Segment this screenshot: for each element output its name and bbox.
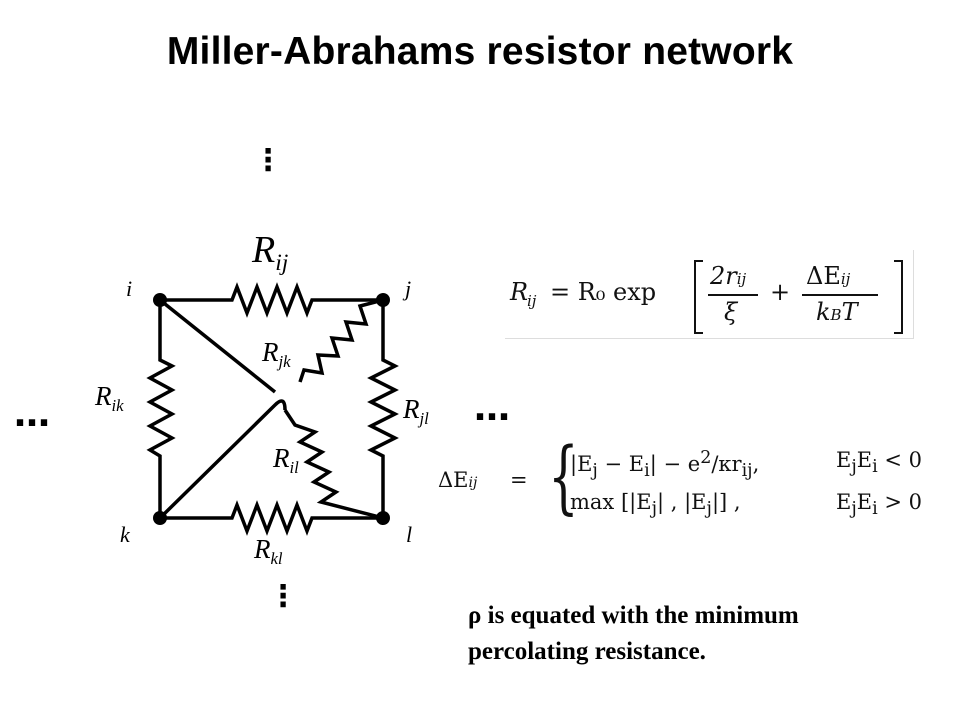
node-k-dot — [153, 511, 167, 525]
wire-jl — [367, 300, 399, 518]
resistance-formula-box — [505, 250, 914, 339]
label-R-jk: Rjk — [262, 337, 291, 371]
note-line-2: percolating resistance. — [468, 638, 706, 665]
node-i-dot — [153, 293, 167, 307]
slide-title: Miller-Abrahams resistor network — [166, 30, 794, 73]
label-R-il: Ril — [273, 443, 299, 477]
vertical-ellipsis-top: ⋮ — [253, 143, 283, 178]
node-i-label: i — [126, 276, 133, 301]
node-j-dot — [376, 293, 390, 307]
case-1-condition: EjEi < 0 — [836, 448, 923, 478]
brace-icon: { — [548, 430, 579, 523]
wire-il — [283, 409, 384, 520]
label-R-kl: Rkl — [254, 534, 283, 568]
delta-e-formula: ΔEij = { |Ej − Ei| − e2/κrij, EjEi < 0 m… — [438, 430, 923, 523]
node-k-label: k — [120, 522, 130, 547]
node-l-dot — [376, 511, 390, 525]
label-R-ik: Rik — [95, 381, 124, 415]
vertical-ellipsis-bottom: ⋮ — [268, 579, 298, 614]
wire-k-center — [158, 399, 287, 520]
case-1-expression: |Ej − Ei| − e2/κrij, — [570, 448, 760, 482]
node-j-label: j — [405, 276, 412, 301]
note-line-1: ρ is equated with the minimum — [468, 602, 799, 629]
label-R-ij: Rij — [252, 229, 289, 277]
case-2-condition: EjEi > 0 — [836, 490, 923, 520]
label-R-jl: Rjl — [403, 394, 429, 428]
wire-ik — [146, 300, 176, 518]
case-2-expression: max [|Ej| , |Ej|] , — [570, 490, 741, 520]
wire-ij — [160, 282, 383, 318]
wire-jk — [298, 298, 384, 383]
horizontal-ellipsis-right: … — [474, 388, 510, 429]
wire-kl — [160, 500, 383, 536]
node-l-label: l — [406, 522, 413, 547]
percolation-note: ρ is equated with the minimum percolatin… — [468, 598, 928, 670]
wire-i-center — [158, 298, 277, 394]
horizontal-ellipsis-left: … — [14, 394, 50, 435]
